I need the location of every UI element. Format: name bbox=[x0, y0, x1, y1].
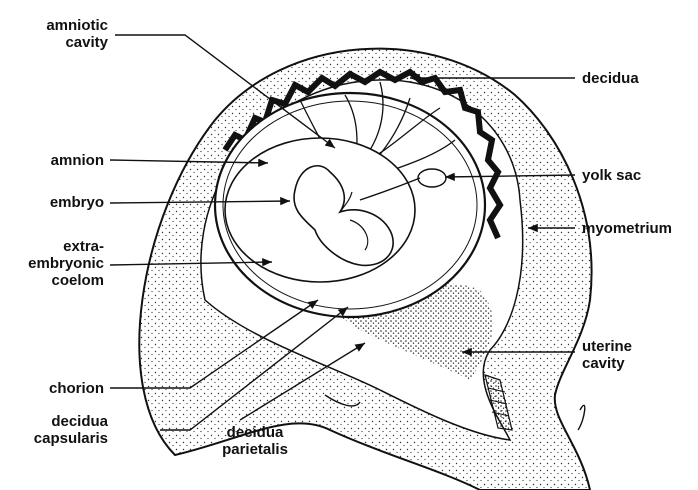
label-amnion: amnion bbox=[0, 152, 104, 169]
label-yolk-sac: yolk sac bbox=[582, 167, 692, 184]
label-decidua: decidua bbox=[582, 70, 692, 87]
label-decidua-capsularis: decidua capsularis bbox=[0, 413, 108, 447]
label-myometrium: myometrium bbox=[582, 220, 694, 237]
label-chorion: chorion bbox=[0, 380, 104, 397]
label-uterine-cavity: uterine cavity bbox=[582, 338, 692, 372]
label-embryo: embryo bbox=[0, 194, 104, 211]
label-decidua-parietalis: decidua parietalis bbox=[200, 424, 310, 458]
right-stroke bbox=[578, 405, 585, 430]
label-extra-embryonic-coelom: extra- embryonic coelom bbox=[0, 238, 104, 289]
label-amniotic-cavity: amniotic cavity bbox=[0, 17, 108, 51]
